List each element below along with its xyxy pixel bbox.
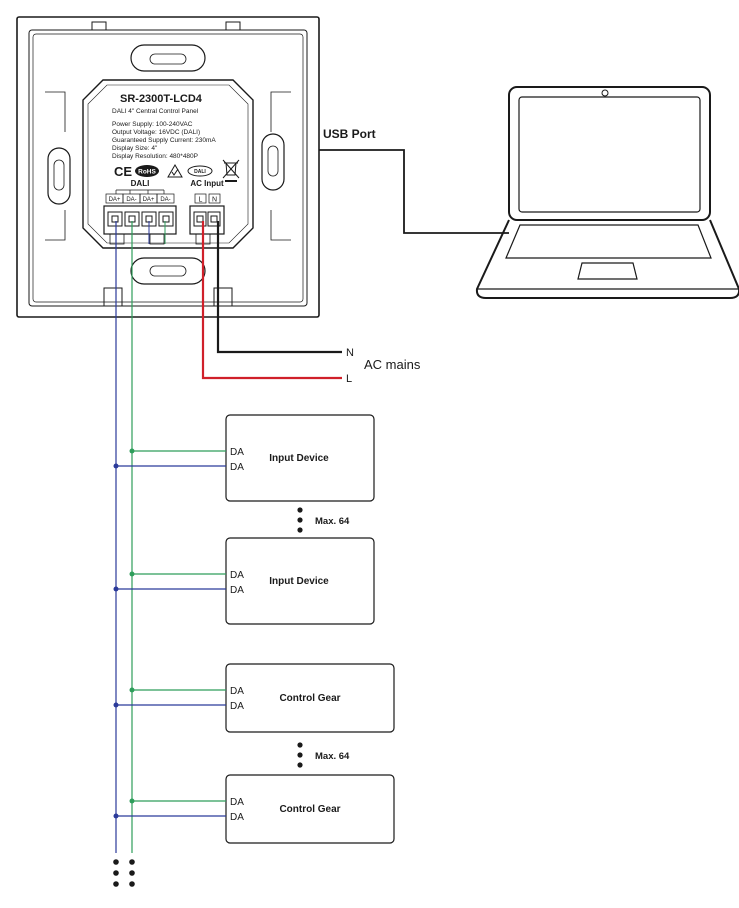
panel-spec-1: Power Supply: 100-240VAC (112, 121, 193, 128)
live-wire (201, 221, 342, 380)
terminal-label-da-minus-1: DA- (126, 197, 136, 203)
panel-subtitle: DALI 4" Central Control Panel (112, 108, 199, 115)
mains-n-label: N (346, 347, 354, 359)
dali-label: DALI (131, 179, 150, 188)
device-name: Control Gear (279, 693, 340, 704)
usb-cable (319, 149, 509, 234)
max-label: Max. 64 (315, 751, 350, 762)
safety-triangle-icon (167, 164, 183, 178)
panel-spec-4: Display Size: 4" (112, 145, 158, 152)
laptop-icon (475, 86, 739, 299)
ce-mark: CE (114, 164, 132, 179)
dali-logo-mark: DALI (187, 165, 213, 177)
pin-da-1: DA (230, 447, 244, 458)
device-control-gear-1: DA DA Control Gear (113, 663, 395, 733)
pin-da-2: DA (230, 585, 244, 596)
device-input-2: DA DA Input Device (113, 537, 375, 625)
device-input-1: DA DA Input Device (113, 414, 375, 502)
pin-da-2: DA (230, 462, 244, 473)
pin-da-1: DA (230, 570, 244, 581)
max-64-indicator-2: Max. 64 (297, 742, 350, 768)
terminal-label-da-plus-2: DA+ (143, 197, 155, 203)
weee-bin-icon (222, 159, 240, 182)
device-control-gear-2: DA DA Control Gear (113, 774, 395, 844)
device-name: Input Device (269, 576, 329, 587)
bus-continuation-dots (113, 859, 135, 887)
svg-text:DALI: DALI (194, 169, 206, 175)
panel-model: SR-2300T-LCD4 (120, 93, 203, 105)
pin-da-1: DA (230, 797, 244, 808)
mains-l-label: L (346, 373, 352, 385)
ac-input-label: AC Input (190, 179, 224, 188)
usb-port-label: USB Port (323, 127, 376, 141)
panel-spec-3: Guaranteed Supply Current: 230mA (112, 137, 216, 144)
svg-text:RoHS: RoHS (138, 169, 156, 176)
dali-terminal-screws (107, 211, 174, 227)
max-64-indicator-1: Max. 64 (297, 507, 350, 533)
terminal-label-l: L (199, 197, 203, 204)
device-name: Control Gear (279, 804, 340, 815)
pin-da-2: DA (230, 812, 244, 823)
terminal-label-n: N (212, 197, 217, 204)
ac-mains-label: AC mains (364, 357, 421, 372)
device-name: Input Device (269, 453, 329, 464)
rohs-mark: RoHS (135, 165, 159, 177)
dali-terminal-bracket (115, 189, 165, 194)
panel-spec-2: Output Voltage: 16VDC (DALI) (112, 129, 200, 136)
terminal-label-da-minus-2: DA- (160, 197, 170, 203)
pin-da-1: DA (230, 686, 244, 697)
pin-da-2: DA (230, 701, 244, 712)
dali-terminal-labels (105, 193, 221, 204)
control-panel (16, 16, 320, 318)
max-label: Max. 64 (315, 516, 350, 527)
terminal-label-da-plus-1: DA+ (109, 197, 121, 203)
neutral-wire (216, 221, 342, 354)
panel-spec-5: Display Resolution: 480*480P (112, 153, 198, 160)
ac-terminal-screws (193, 211, 221, 227)
